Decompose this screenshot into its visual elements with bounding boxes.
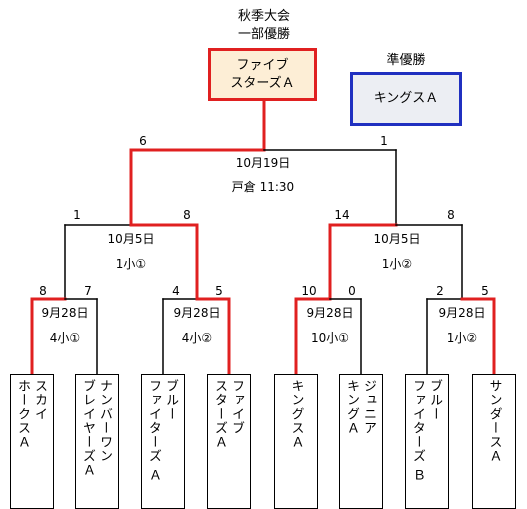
team-5-name: キングスＡ [288,379,304,449]
runner-up-label: 準優勝 [386,53,426,68]
final-date: 10月19日 [235,156,291,170]
champion-box: ファイブ スターズＡ [208,48,317,101]
runner-up-name: キングスＡ [373,91,439,106]
team-8-name: サンダースＡ [486,379,502,463]
semi1-left-score: 1 [73,208,81,222]
team-2-line2: ブレイヤーズＡ [80,379,95,477]
qf4-left-score: 2 [436,284,444,298]
semi2-right-score: 8 [447,208,455,222]
team-card-6: ジュニア キングＡ [339,374,383,509]
qf1-date: 9月28日 [41,306,89,320]
team-3-line1: ブルー [163,379,178,421]
qf4-date: 9月28日 [438,306,486,320]
qf2-right-score: 5 [215,284,223,298]
team-4-line2: スターズＡ [212,379,227,449]
team-4-line1: ファイブ [229,379,244,435]
team-card-8: サンダースＡ [472,374,516,509]
team-card-5: キングスＡ [274,374,318,509]
team-card-7: ブルー ファイターズ Ｂ [405,374,449,509]
qf4-venue: 1小② [446,331,478,345]
champion-name-line2: スターズＡ [230,75,295,91]
qf3-venue: 10小① [310,331,350,345]
team-6-line1: ジュニア [361,379,376,435]
qf2-date: 9月28日 [173,306,221,320]
team-card-4: ファイブ スターズＡ [207,374,251,509]
qf3-left-score: 10 [301,284,317,298]
qf4-right-score: 5 [481,284,489,298]
qf3-date: 9月28日 [306,306,354,320]
semi1-right-score: 8 [183,208,191,222]
qf1-right-score: 7 [84,284,92,298]
team-card-3: ブルー ファイターズ Ａ [141,374,185,509]
team-1-line2: ホークスＡ [15,379,30,449]
champion-name-line1: ファイブ [236,57,289,73]
team-2-line1: ナンバーワン [97,379,112,463]
team-1-line1: スカイ [32,379,47,421]
qf1-left-score: 8 [39,284,47,298]
team-card-1: スカイ ホークスＡ [10,374,54,509]
qf2-venue: 4小② [181,331,213,345]
team-3-line2: ファイターズ Ａ [146,379,161,483]
semi2-date: 10月5日 [373,232,421,246]
semi1-date: 10月5日 [107,232,155,246]
division-title: 一部優勝 [237,27,291,42]
team-7-line1: ブルー [427,379,442,421]
final-venue: 戸倉 11:30 [231,180,295,194]
qf2-left-score: 4 [172,284,180,298]
semi1-venue: 1小① [115,257,147,271]
final-right-score: 1 [380,134,388,148]
runner-up-box: キングスＡ [350,72,462,126]
final-left-score: 6 [139,134,147,148]
qf3-right-score: 0 [348,284,356,298]
team-6-line2: キングＡ [344,379,359,435]
team-7-line2: ファイターズ Ｂ [410,379,425,483]
tournament-name: 秋季大会 [237,9,291,24]
semi2-venue: 1小② [381,257,413,271]
qf1-venue: 4小① [49,331,81,345]
semi2-left-score: 14 [334,208,350,222]
team-card-2: ナンバーワン ブレイヤーズＡ [75,374,119,509]
